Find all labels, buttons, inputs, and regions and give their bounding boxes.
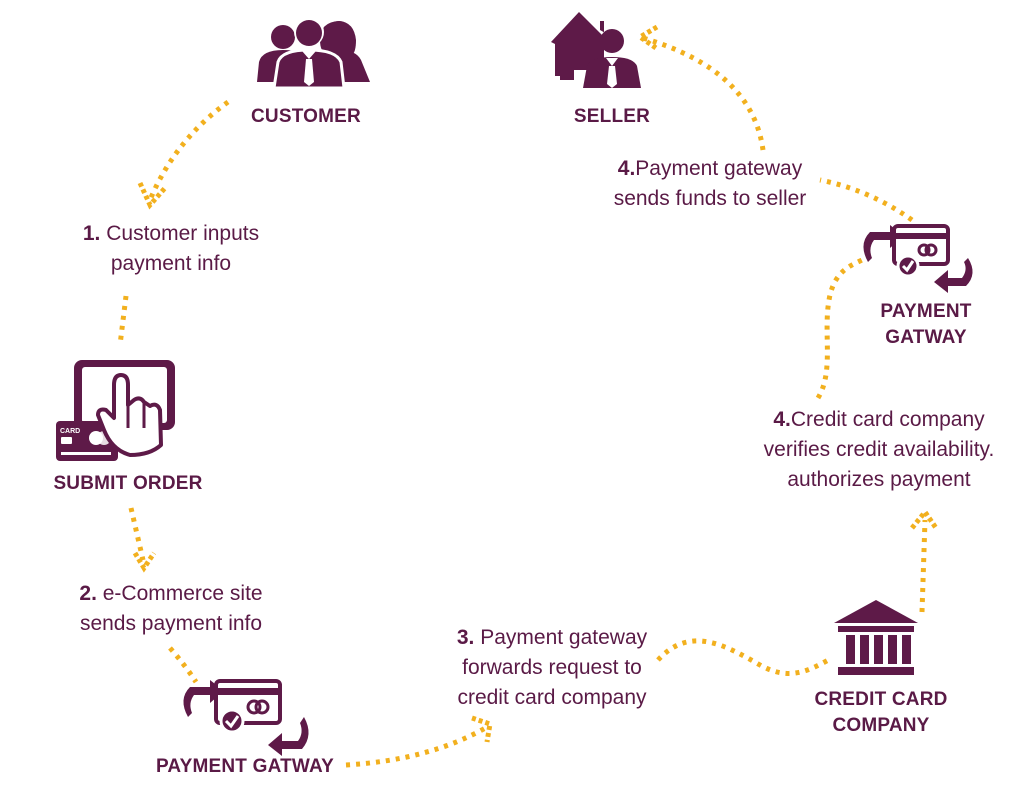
card-exchange-icon [183,679,309,756]
step-1-line1: Customer inputs [100,222,260,245]
arrow-step4-to-gateway [815,257,864,400]
bank-icon [834,600,918,675]
flow-arrows [117,24,939,768]
credit-card-company-label: CREDIT CARD COMPANY [800,687,962,739]
card-text: CARD [60,428,80,435]
submit-order-label: SUBMIT ORDER [53,473,203,494]
arrow-head-step3 [471,715,493,743]
arrow-step1-to-submit [117,295,129,346]
step-4b-line1: Payment gateway [635,157,803,180]
tablet-touch-card-icon: CARD [56,360,175,461]
arrow-step3-to-bank [656,638,834,676]
arrow-head-step2 [132,551,157,573]
arrow-head-seller [635,24,659,51]
arrow-step4b-to-seller [642,35,766,151]
arrow-customer-to-step1 [147,99,230,201]
step-2-number: 2. [79,582,97,605]
arrow-step2-to-gateway [168,646,199,684]
step-3-text: 3. Payment gateway forwards request to c… [420,623,684,713]
step-4b-line2: sends funds to seller [613,187,807,210]
arrow-gateway-to-step4b [819,177,914,223]
customer-label: CUSTOMER [251,106,361,127]
step-4a-number: 4. [773,408,791,431]
house-person-icon [551,12,641,88]
step-3-number: 3. [456,626,475,649]
step-4a-text: 4.Credit card company verifies credit av… [730,405,1024,495]
credit-card-company-line2: COMPANY [832,715,930,736]
payment-gateway-right-line1: PAYMENT [880,301,972,322]
payment-gateway-bottom-label: PAYMENT GATWAY [155,756,335,777]
payment-gateway-right-line2: GATWAY [885,327,967,348]
step-2-text: 2. e-Commerce site sends payment info [40,579,302,639]
card-exchange-icon [863,224,973,293]
step-4b-text: 4.Payment gateway sends funds to seller [582,154,838,214]
step-3-line2: forwards request to [462,656,642,679]
step-4a-line3: authorizes payment [787,468,971,491]
step-3-line1: Payment gateway [474,626,648,649]
step-4a-line1: Credit card company [790,408,985,431]
step-4a-line2: verifies credit availability. [763,438,995,461]
step-3-line3: credit card company [457,686,647,709]
step-2-line2: sends payment info [79,612,263,635]
step-1-text: 1. Customer inputs payment info [40,219,302,279]
arrow-head-step1 [137,181,167,210]
seller-label: SELLER [573,106,651,127]
step-1-number: 1. [82,222,101,245]
step-4b-number: 4. [617,157,636,180]
step-2-line1: e-Commerce site [96,582,263,605]
step-1-line2: payment info [110,252,232,275]
credit-card-company-line1: CREDIT CARD [814,689,948,710]
arrow-gateway-to-step3 [345,724,489,768]
arrow-bank-to-step4 [919,519,928,613]
payment-gateway-right-label: PAYMENT GATWAY [850,299,1002,351]
people-icon [257,17,370,90]
